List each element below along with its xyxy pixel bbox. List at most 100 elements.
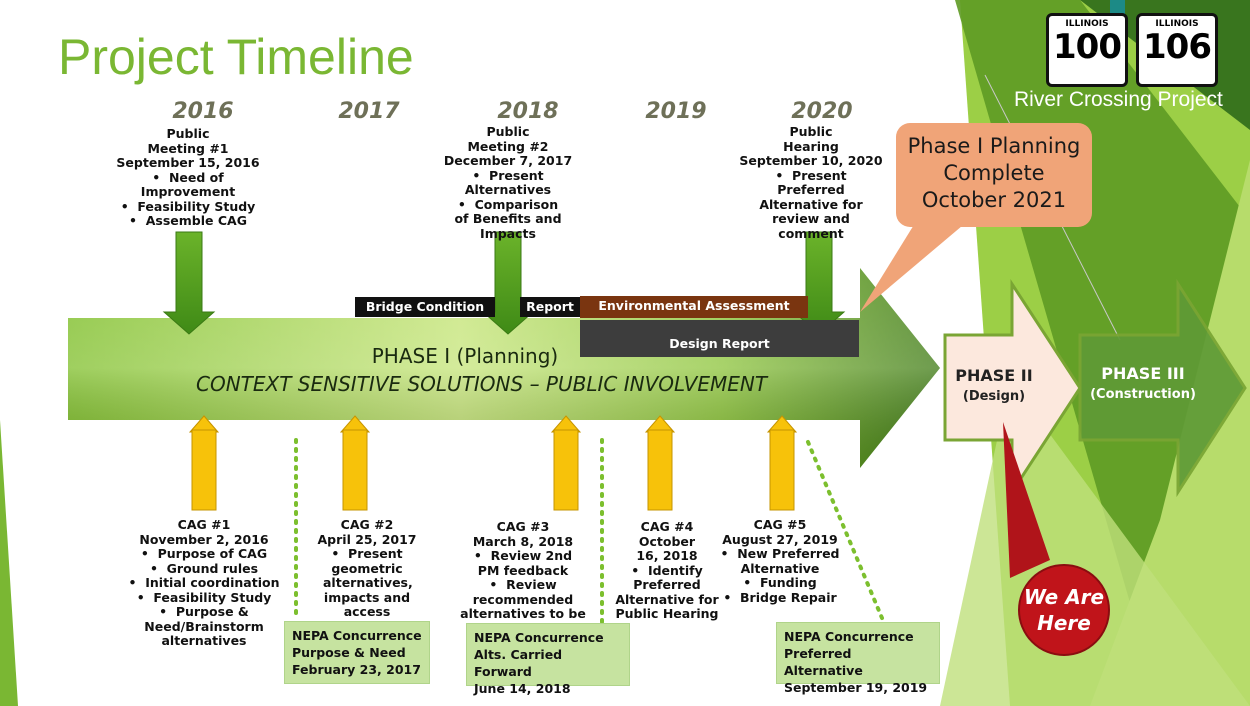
down-arrow-public-meeting-1 xyxy=(162,231,216,335)
note-heading: CAG #1 xyxy=(177,517,231,532)
year-label: 2020 xyxy=(791,99,853,124)
cag-3-note: CAG #3 March 8, 2018 Review 2nd PM feedb… xyxy=(440,519,606,636)
nepa-box: NEPA Concurrence Preferred Alternative S… xyxy=(776,622,940,695)
note-date: April 25, 2017 xyxy=(317,531,417,547)
route-shield-100: ILLINOIS 100 xyxy=(1046,13,1128,87)
phase2-subtitle: (Design) xyxy=(962,389,1026,404)
callout-line: Complete xyxy=(943,161,1045,185)
nepa-box: NEPA Concurrence Purpose & Need February… xyxy=(284,621,430,684)
nepa-line: NEPA Concurrence xyxy=(474,630,604,645)
shield-state: ILLINOIS xyxy=(1065,19,1109,29)
note-bullet: Present geometric alternatives, impacts … xyxy=(323,546,413,620)
up-arrow-cag-3 xyxy=(550,415,582,511)
note-bullet: Review 2nd PM feedback xyxy=(463,548,583,578)
year-label: 2017 xyxy=(338,99,400,124)
nepa-line: Alts. Carried Forward xyxy=(474,647,563,679)
up-arrow-cag-2 xyxy=(339,415,371,511)
phase2-arrow xyxy=(943,278,1082,498)
note-heading: CAG #2 xyxy=(340,517,394,532)
note-heading: Public xyxy=(789,124,833,139)
note-date: September 10, 2020 xyxy=(739,153,883,168)
page-title: Project Timeline xyxy=(58,29,414,85)
we-are-here-circle xyxy=(1018,564,1110,656)
shield-number: 100 xyxy=(1053,27,1122,67)
nepa-line: NEPA Concurrence xyxy=(784,629,914,644)
shield-number: 106 xyxy=(1143,27,1212,67)
note-bullet: New Preferred Alternative xyxy=(718,546,842,576)
note-heading: Hearing xyxy=(783,138,839,154)
note-bullet: Need of Improvement xyxy=(138,170,238,200)
cag-2-note: CAG #2 April 25, 2017 Present geometric … xyxy=(312,517,422,620)
shield-state: ILLINOIS xyxy=(1155,19,1199,29)
note-date: December 7, 2017 xyxy=(443,153,573,168)
we-are-here-line: We Are xyxy=(1023,585,1105,609)
decor-triangle xyxy=(0,420,18,706)
phase2-title: PHASE II xyxy=(955,366,1033,385)
note-date: March 8, 2018 xyxy=(472,533,574,549)
bridge-condition-bar: Bridge Condition xyxy=(355,297,495,317)
note-date: September 15, 2016 xyxy=(116,155,260,170)
note-heading: Meeting #2 xyxy=(467,138,549,154)
note-bullet: Ground rules xyxy=(126,561,282,577)
cag-5-note: CAG #5 August 27, 2019 New Preferred Alt… xyxy=(718,517,842,606)
cag-1-note: CAG #1 November 2, 2016 Purpose of CAG G… xyxy=(126,517,282,649)
note-bullet: Funding xyxy=(718,575,842,591)
nepa-line: NEPA Concurrence xyxy=(292,628,422,643)
public-meeting-1-note: Public Meeting #1 September 15, 2016 Nee… xyxy=(110,126,266,229)
down-arrow-public-hearing xyxy=(792,231,846,335)
phase3-label: PHASE III (Construction) xyxy=(1084,364,1202,402)
year-label: 2019 xyxy=(645,99,707,124)
up-arrow-cag-4 xyxy=(644,415,676,511)
phase3-title: PHASE III xyxy=(1101,364,1185,383)
nepa-line: Preferred Alternative xyxy=(784,646,863,678)
note-heading: CAG #3 xyxy=(496,519,550,534)
phase1-arrow-shade xyxy=(68,268,940,468)
callout-line: Phase I Planning xyxy=(907,134,1081,158)
environmental-assessment-bar: Environmental Assessment xyxy=(580,296,808,318)
note-date: November 2, 2016 xyxy=(139,531,269,547)
callout-line: October 2021 xyxy=(921,188,1067,212)
report-bar: Report xyxy=(520,297,580,317)
phase1-title: PHASE I (Planning) xyxy=(371,344,559,368)
note-heading: Meeting #1 xyxy=(147,140,229,156)
up-arrow-cag-1 xyxy=(188,415,220,511)
design-report-bar: Design Report xyxy=(580,320,859,357)
note-bullet: Initial coordination xyxy=(126,575,282,591)
note-bullet: Present Alternatives xyxy=(430,168,586,198)
note-bullet: Feasibility Study xyxy=(110,199,266,215)
nepa-box: NEPA Concurrence Alts. Carried Forward J… xyxy=(466,623,630,696)
route-shield-106: ILLINOIS 106 xyxy=(1136,13,1218,87)
note-heading: CAG #5 xyxy=(753,517,807,532)
note-date: October 16, 2018 xyxy=(636,533,698,563)
note-heading: Public xyxy=(486,124,530,139)
year-label: 2018 xyxy=(497,99,559,124)
we-are-here-line: Here xyxy=(1037,611,1091,635)
note-bullet: Feasibility Study xyxy=(126,590,282,606)
phase2-label: PHASE II (Design) xyxy=(948,366,1040,404)
project-name: River Crossing Project xyxy=(1014,88,1223,111)
cag-4-note: CAG #4 October 16, 2018 Identify Preferr… xyxy=(614,519,720,622)
we-are-here-pointer xyxy=(1003,422,1050,578)
nepa-line: Purpose & Need xyxy=(292,645,406,660)
note-bullet: Comparison of Benefits and Impacts xyxy=(451,197,566,242)
we-are-here-label: We Are Here xyxy=(1019,584,1109,636)
note-bullet: Purpose & Need/Brainstorm alternatives xyxy=(142,604,266,649)
note-heading: CAG #4 xyxy=(640,519,694,534)
phase3-arrow xyxy=(1078,278,1247,498)
down-arrow-public-meeting-2 xyxy=(481,231,535,335)
note-bullet: Bridge Repair xyxy=(718,590,842,606)
nepa-line: September 19, 2019 xyxy=(784,680,928,695)
phase3-subtitle: (Construction) xyxy=(1090,387,1196,402)
year-label: 2016 xyxy=(172,99,234,124)
note-heading: Public xyxy=(166,126,210,141)
public-hearing-note: Public Hearing September 10, 2020 Presen… xyxy=(736,124,886,241)
decor-triangle xyxy=(1090,160,1250,706)
nepa-line: February 23, 2017 xyxy=(292,662,421,677)
nepa-line: June 14, 2018 xyxy=(474,681,571,696)
phase1-subtitle: CONTEXT SENSITIVE SOLUTIONS – PUBLIC INV… xyxy=(196,372,768,396)
phase1-complete-callout: Phase I Planning Complete October 2021 xyxy=(896,123,1092,227)
up-arrow-cag-5 xyxy=(766,415,798,511)
note-bullet: Purpose of CAG xyxy=(126,546,282,562)
public-meeting-2-note: Public Meeting #2 December 7, 2017 Prese… xyxy=(430,124,586,242)
